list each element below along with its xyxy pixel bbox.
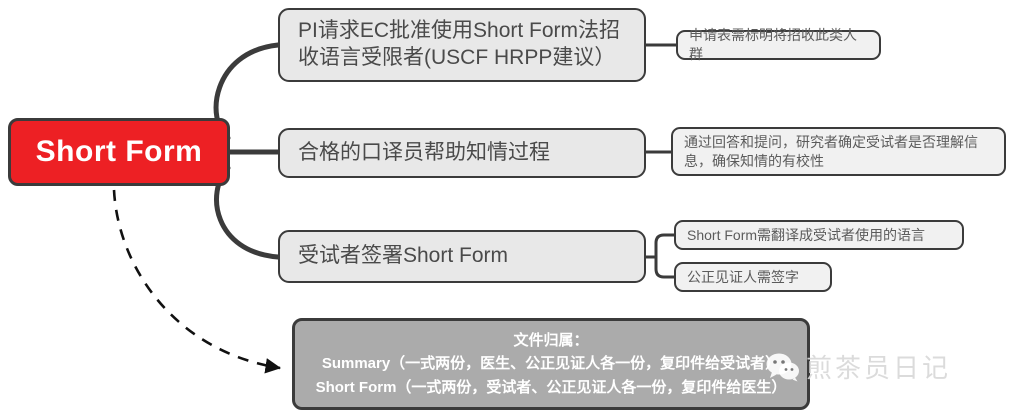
branch-node-3[interactable]: 受试者签署Short Form [278,230,646,283]
leaf-node-4[interactable]: 公正见证人需签字 [674,262,832,292]
connector-root-to-summary-dashed [112,189,282,374]
summary-line-title: 文件归属： [513,332,589,350]
leaf-node-2[interactable]: 通过回答和提问，研究者确定受试者是否理解信息，确保知情的有校性 [671,127,1006,176]
branch-node-1[interactable]: PI请求EC批准使用Short Form法招收语言受限者(USCF HRPP建议… [278,8,646,82]
connector-branch-3-to-leaf-4 [654,255,676,279]
branch-node-2[interactable]: 合格的口译员帮助知情过程 [278,128,646,178]
summary-line-short-form: Short Form（一式两份，受试者、公正见证人各一份，复印件给医生） [315,378,787,396]
leaf-node-1[interactable]: 申请表需标明将招收此类人群 [676,27,881,62]
watermark-text: 煎茶员日记 [806,353,952,383]
leaf-node-3[interactable]: Short Form需翻译成受试者使用的语言 [674,220,964,250]
leaf-node-2-label: 通过回答和提问，研究者确定受试者是否理解信息，确保知情的有校性 [684,133,978,169]
summary-note-box[interactable]: 文件归属： Summary（一式两份，医生、公正见证人各一份，复印件给受试者） … [292,318,810,410]
branch-node-2-label: 合格的口译员帮助知情过程 [298,140,550,164]
leaf-node-3-label: Short Form需翻译成受试者使用的语言 [687,226,926,243]
root-node-short-form[interactable]: Short Form [8,118,230,186]
branch-node-3-label: 受试者签署Short Form [298,244,509,268]
connector-branch-3-to-leaf-3 [654,233,676,259]
branch-node-1-label: PI请求EC批准使用Short Form法招收语言受限者(USCF HRPP建议… [298,19,621,69]
root-node-label: Short Form [35,135,203,168]
leaf-node-1-label: 申请表需标明将招收此类人群 [689,27,857,62]
leaf-node-4-label: 公正见证人需签字 [687,268,799,285]
summary-line-summary: Summary（一式两份，医生、公正见证人各一份，复印件给受试者） [321,355,781,373]
